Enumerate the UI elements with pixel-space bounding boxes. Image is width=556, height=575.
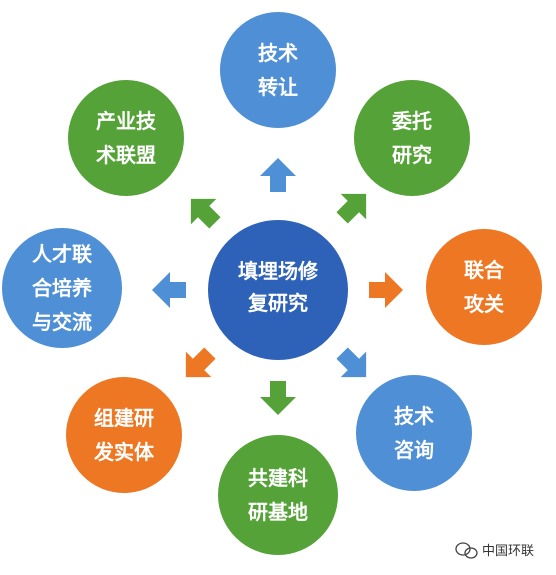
center-circle [204, 216, 352, 364]
arrow-alliance [190, 198, 221, 229]
watermark: 中国环联 [455, 542, 534, 559]
arrow-commission [336, 193, 367, 224]
node-label-consult-line-2: 咨询 [394, 438, 434, 462]
arrow-entity [185, 347, 216, 378]
arrow-talent [152, 272, 186, 308]
node-label-base-line-1: 共建科 [248, 466, 308, 490]
center-node: 填埋场修 复研究 [204, 216, 352, 364]
node-label-joint-line-2: 攻关 [464, 292, 504, 316]
node-label-consult-line-1: 技术 [394, 404, 434, 428]
center-label-line-1: 填埋场修 [238, 259, 319, 283]
nodes-layer: 技术转让委托研究联合攻关技术咨询共建科研基地组建研发实体人才联合培养与交流产业技… [2, 12, 542, 555]
arrows-layer [152, 158, 403, 415]
center-label-line-2: 复研究 [247, 291, 308, 315]
node-label-transfer-line-2: 转让 [258, 75, 298, 99]
node-circle-base [218, 435, 338, 555]
node-circle-consult [356, 375, 472, 491]
node-circle-alliance [68, 80, 184, 196]
node-label-joint-line-1: 联合 [464, 258, 505, 282]
arrow-consult [336, 347, 367, 378]
node-label-talent-line-3: 与交流 [32, 310, 92, 334]
arrow-base [260, 381, 296, 415]
node-label-entity-line-2: 发实体 [93, 440, 155, 464]
node-label-commission-line-1: 委托 [391, 109, 432, 133]
node-label-talent-line-2: 合培养 [32, 276, 92, 300]
node-label-alliance-line-2: 术联盟 [96, 143, 156, 167]
arrow-transfer [260, 158, 296, 192]
node-circle-transfer [220, 12, 336, 128]
node-circle-entity [66, 377, 182, 493]
node-label-alliance-line-1: 产业技 [96, 109, 157, 133]
node-label-entity-line-1: 组建研 [94, 406, 154, 430]
node-circle-joint [426, 229, 542, 345]
node-circle-talent [2, 228, 122, 348]
wechat-icon [455, 542, 478, 559]
node-label-talent-line-1: 人才联 [32, 242, 92, 266]
watermark-text: 中国环联 [482, 544, 534, 559]
node-label-commission-line-2: 研究 [392, 143, 432, 167]
node-label-base-line-2: 研基地 [248, 500, 308, 524]
node-circle-commission [354, 80, 470, 196]
arrow-joint [369, 272, 403, 308]
node-label-transfer-line-1: 技术 [258, 41, 298, 65]
